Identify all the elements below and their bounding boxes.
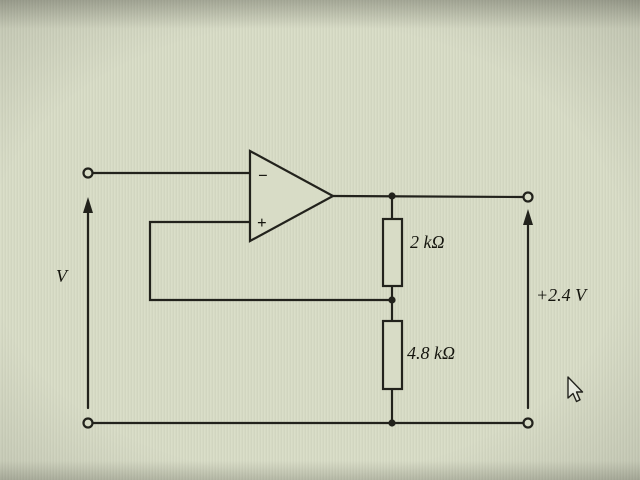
- resistor-4k8: [381, 319, 404, 391]
- resistor2-label: 4.8 kΩ: [407, 343, 455, 363]
- mouse-cursor: [567, 376, 584, 403]
- input-voltage-arrow: [83, 197, 93, 410]
- resistor-2k: [381, 217, 404, 288]
- junction-feedback-node: [388, 296, 396, 304]
- opamp-triangle: [248, 149, 336, 243]
- output-voltage-arrow: [523, 209, 533, 410]
- opamp-noninverting-sign: +: [257, 213, 267, 232]
- input-arrow-head: [83, 197, 93, 213]
- terminal-output-top: [522, 191, 534, 203]
- resistor1-label: 2 kΩ: [410, 232, 445, 252]
- wire-feedback: [148, 220, 394, 302]
- output-arrow-head: [523, 209, 533, 225]
- input-voltage-label: V: [56, 266, 69, 286]
- wire-output: [331, 194, 525, 199]
- opamp: − +: [248, 149, 336, 243]
- junction-ground-node: [388, 419, 396, 427]
- terminal-input-bottom: [82, 417, 94, 429]
- terminal-input-top: [82, 167, 94, 179]
- opamp-inverting-sign: −: [258, 166, 268, 185]
- junction-output-node: [388, 192, 396, 200]
- output-voltage-label: +2.4 V: [536, 285, 588, 305]
- terminal-output-bottom: [522, 417, 534, 429]
